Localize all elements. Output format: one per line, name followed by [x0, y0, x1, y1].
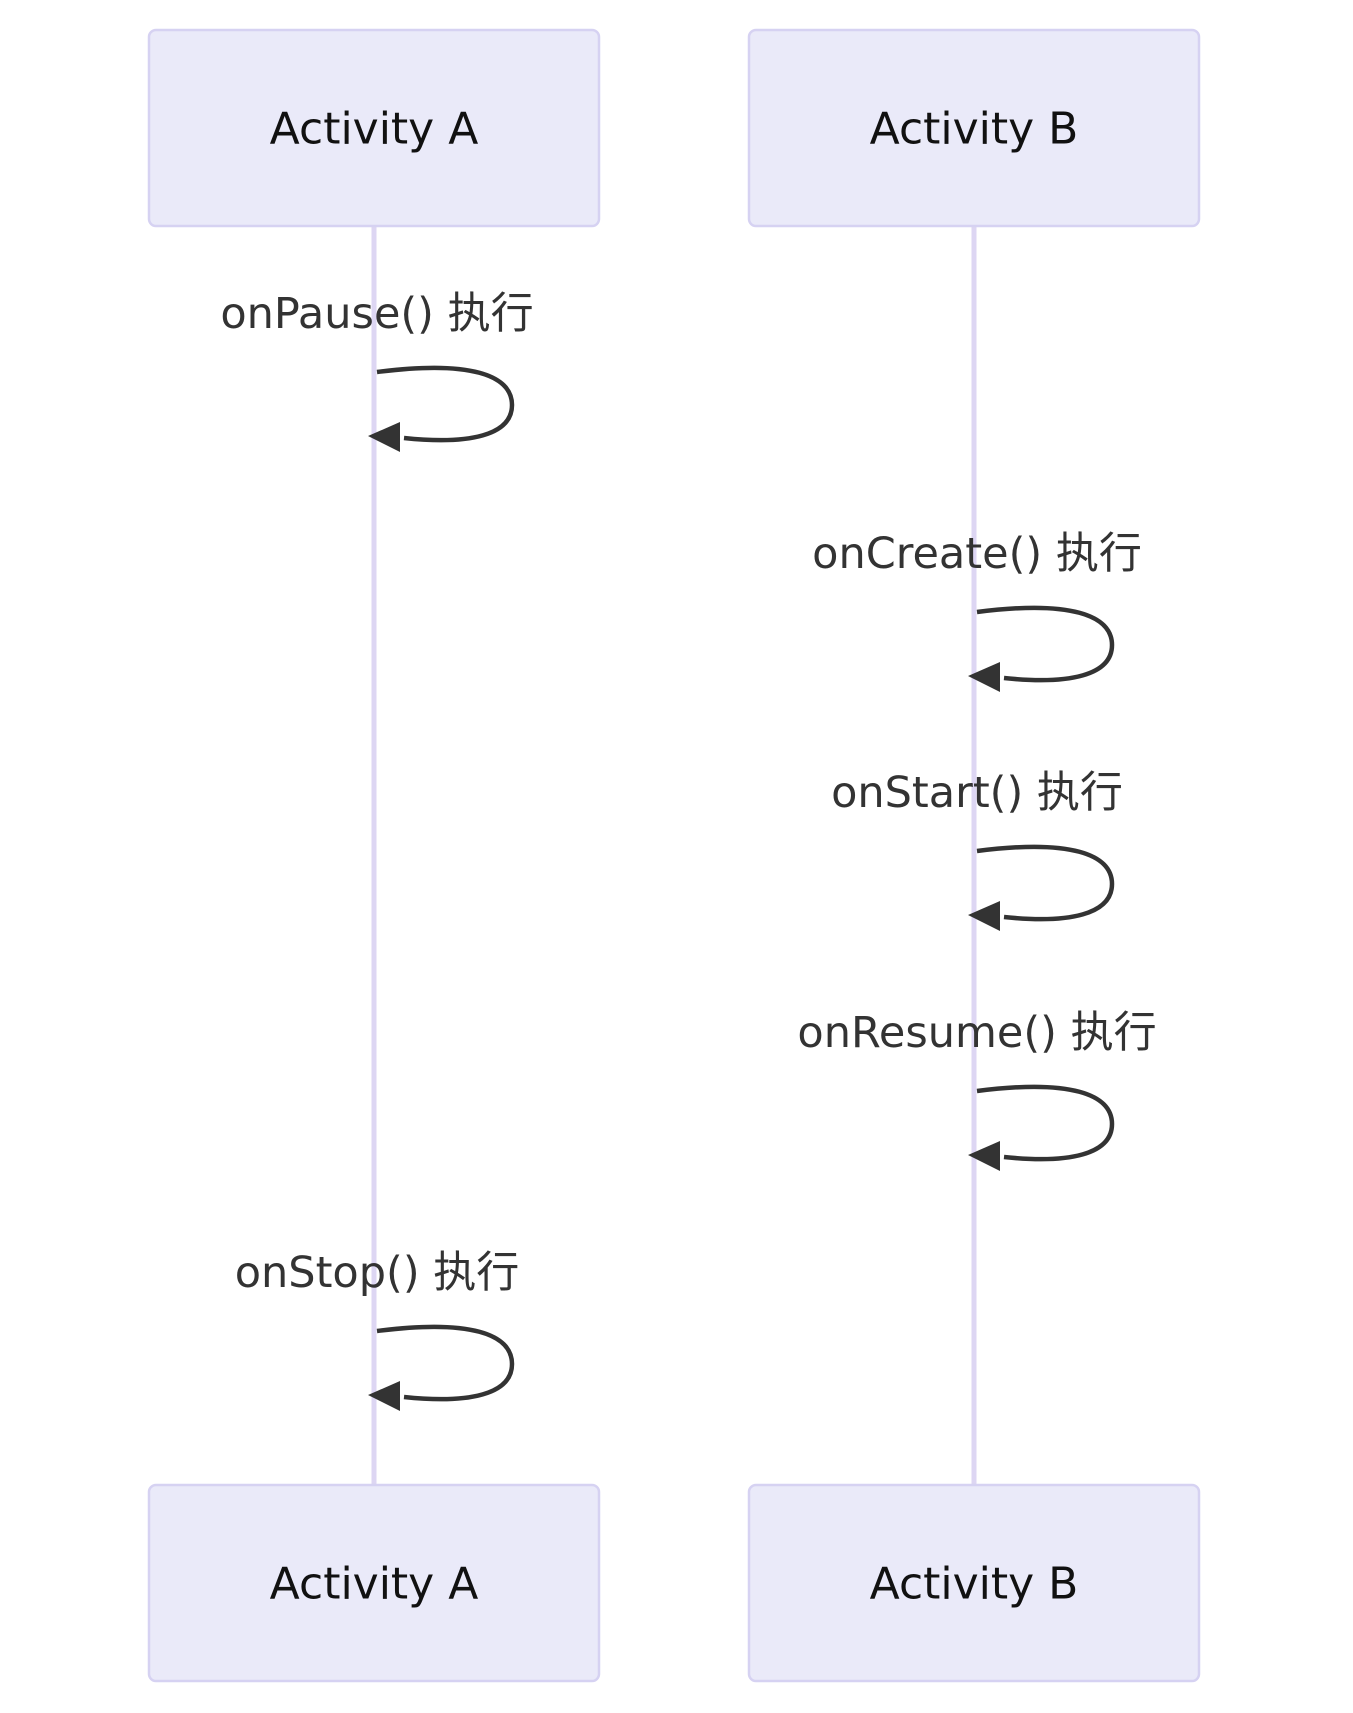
- participant-label: Activity B: [870, 1559, 1079, 1610]
- participant-activity-b-bottom: Activity B: [747, 1483, 1201, 1683]
- message-onstart: onStart() 执行: [831, 768, 1123, 931]
- self-loop-arrow: [976, 844, 1115, 922]
- message-oncreate: onCreate() 执行: [812, 529, 1142, 692]
- message-label: onCreate() 执行: [812, 529, 1142, 579]
- arrowhead-icon: [368, 422, 400, 452]
- message-label: onStart() 执行: [831, 768, 1123, 818]
- participant-label: Activity A: [270, 1559, 479, 1610]
- arrowhead-icon: [368, 1381, 400, 1411]
- message-label: onStop() 执行: [235, 1248, 520, 1298]
- arrowhead-icon: [968, 901, 1000, 931]
- message-onpause: onPause() 执行: [220, 289, 534, 452]
- participant-activity-a-top: Activity A: [147, 28, 601, 228]
- message-label: onResume() 执行: [797, 1008, 1156, 1058]
- self-loop-arrow: [376, 365, 515, 443]
- self-loop-arrow: [376, 1324, 515, 1402]
- participant-label: Activity A: [270, 104, 479, 155]
- arrowhead-icon: [968, 1141, 1000, 1171]
- self-loop-arrow: [976, 1084, 1115, 1162]
- message-onresume: onResume() 执行: [797, 1008, 1157, 1171]
- participant-activity-a-bottom: Activity A: [147, 1483, 601, 1683]
- participant-activity-b-top: Activity B: [747, 28, 1201, 228]
- message-label: onPause() 执行: [220, 289, 533, 339]
- participant-label: Activity B: [870, 104, 1079, 155]
- arrowhead-icon: [968, 662, 1000, 692]
- message-onstop: onStop() 执行: [235, 1248, 520, 1411]
- self-loop-arrow: [976, 605, 1115, 683]
